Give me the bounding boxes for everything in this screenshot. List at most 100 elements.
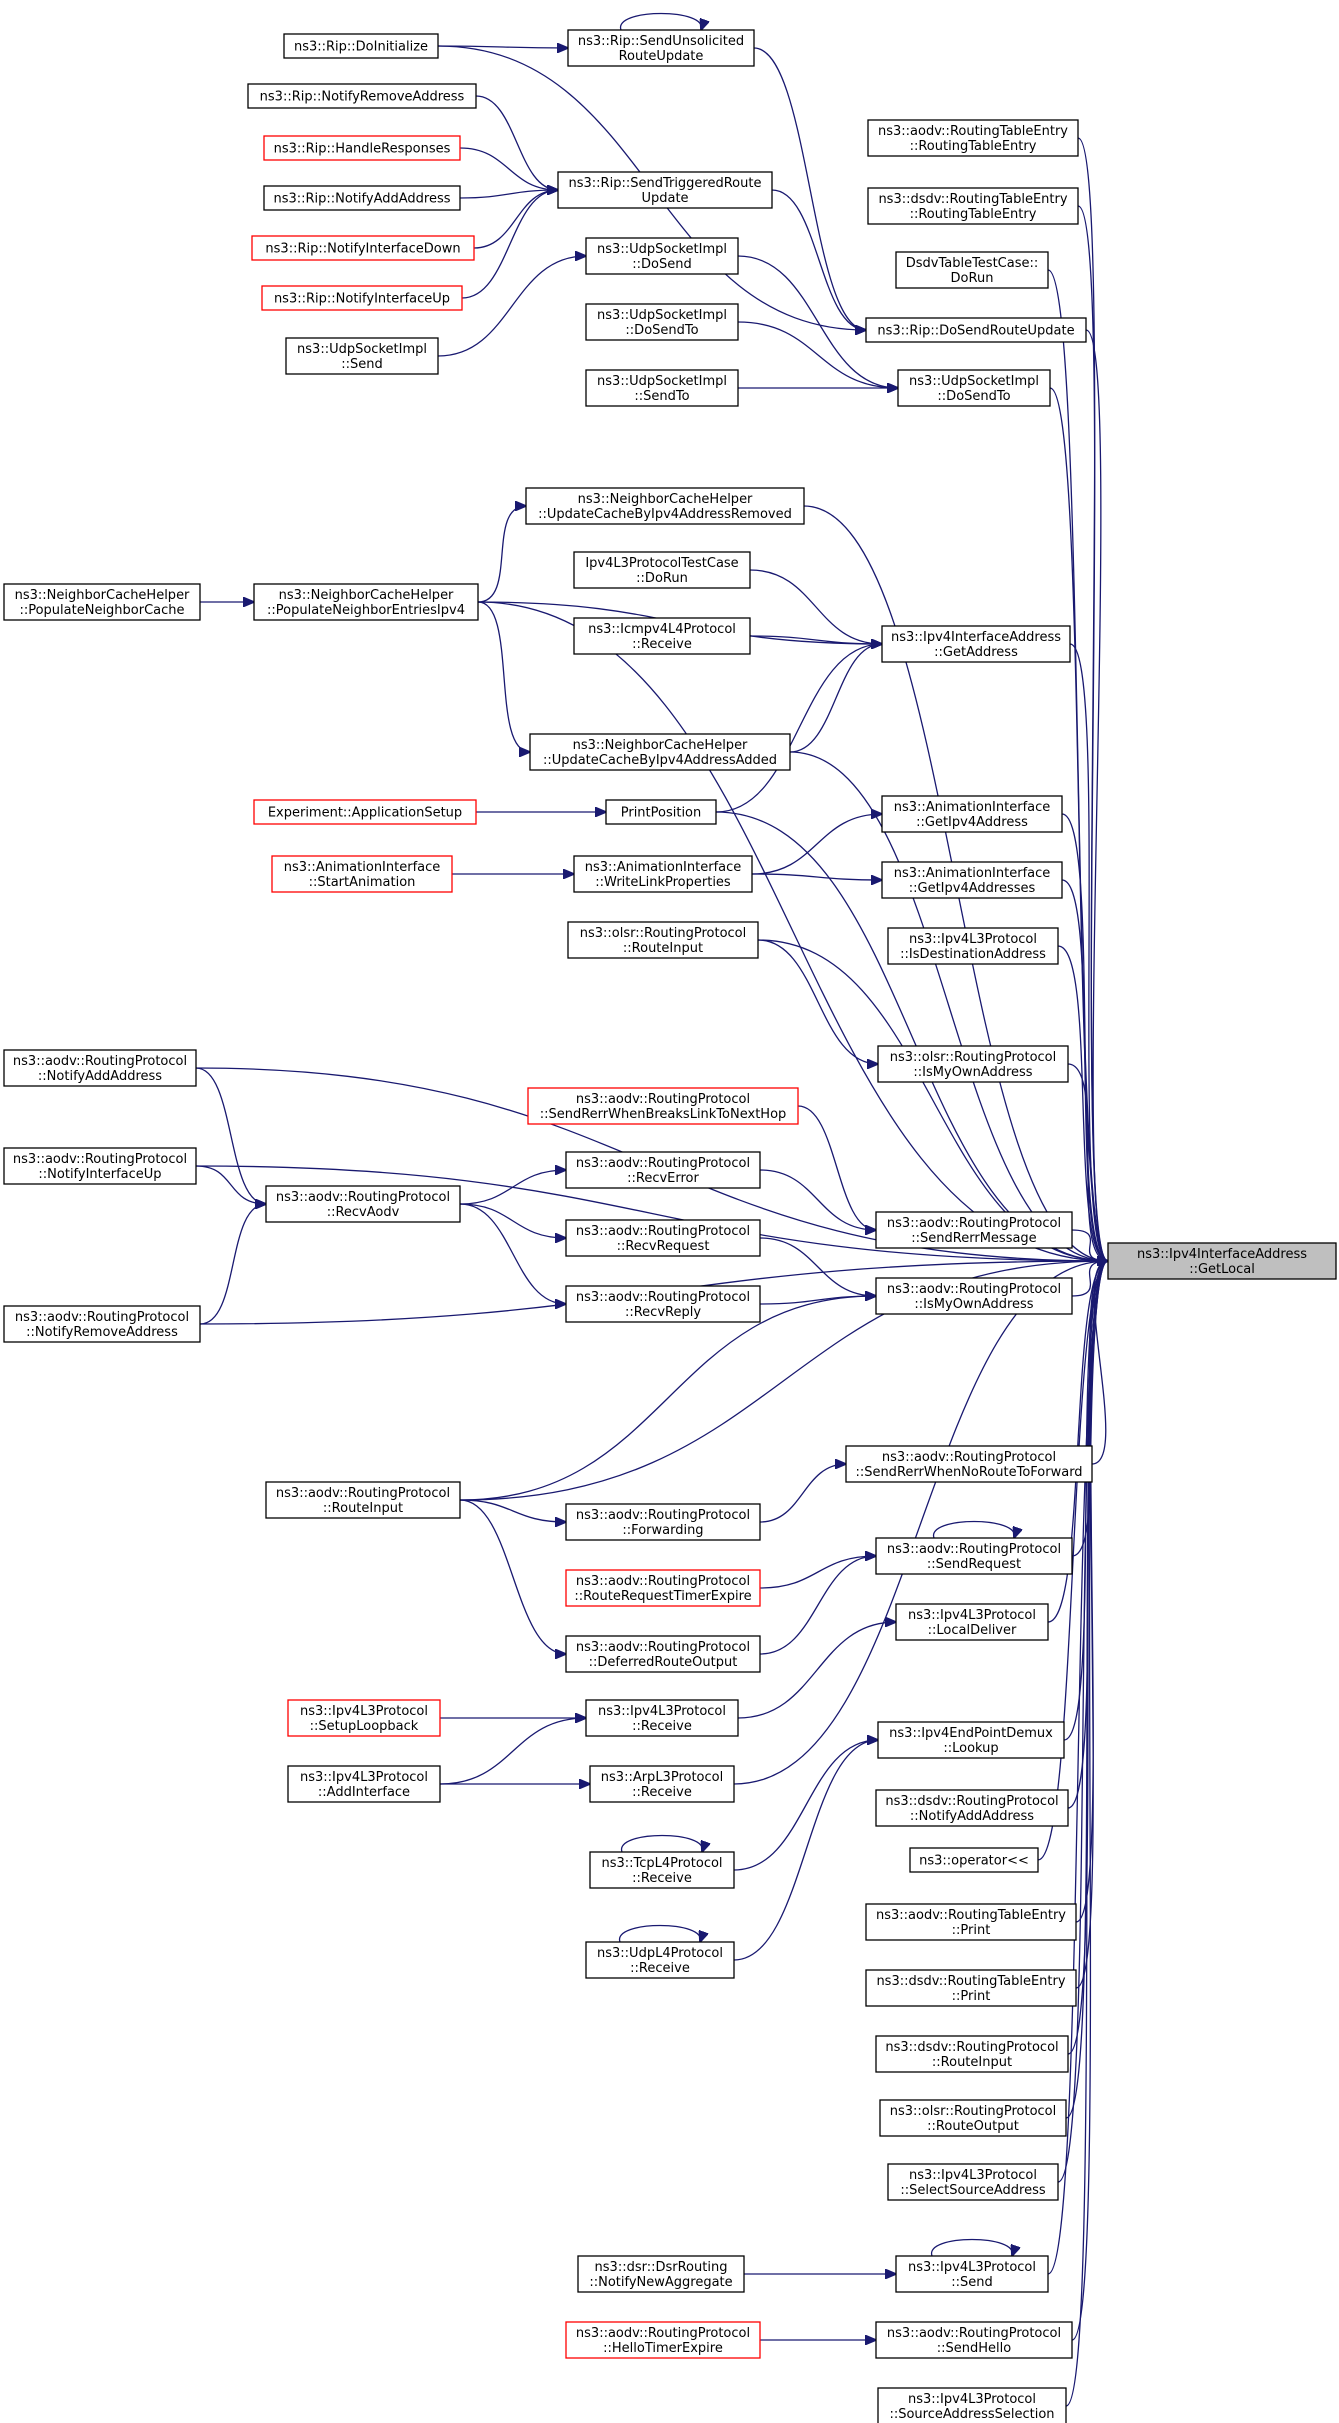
function-node[interactable]: ns3::Rip::NotifyAddAddress: [263, 185, 461, 211]
function-node[interactable]: ns3::aodv::RoutingProtocol::DeferredRout…: [565, 1635, 761, 1673]
target-function-node[interactable]: ns3::Ipv4InterfaceAddress::GetLocal: [1107, 1242, 1337, 1280]
function-node[interactable]: ns3::UdpSocketImpl::DoSendTo: [897, 369, 1051, 407]
function-node[interactable]: ns3::aodv::RoutingProtocol::RecvAodv: [265, 1185, 461, 1223]
function-node[interactable]: ns3::aodv::RoutingProtocol::RouteRequest…: [565, 1569, 761, 1607]
function-node[interactable]: ns3::aodv::RoutingProtocol::Forwarding: [565, 1503, 761, 1541]
function-node[interactable]: ns3::dsdv::RoutingProtocol::NotifyAddAdd…: [875, 1789, 1069, 1827]
call-edge: [749, 635, 882, 644]
function-node[interactable]: ns3::aodv::RoutingProtocol::RouteInput: [265, 1481, 461, 1519]
function-node[interactable]: Ipv4L3ProtocolTestCase::DoRun: [573, 551, 751, 589]
function-node[interactable]: ns3::Icmpv4L4Protocol::Receive: [573, 617, 751, 655]
function-node[interactable]: ns3::olsr::RoutingProtocol::RouteInput: [567, 921, 759, 959]
function-node[interactable]: ns3::aodv::RoutingProtocol::NotifyRemove…: [3, 1305, 201, 1343]
function-node[interactable]: ns3::UdpL4Protocol::Receive: [585, 1941, 735, 1979]
node-label-line: ns3::aodv::RoutingTableEntry: [876, 1908, 1066, 1923]
node-box: [845, 1445, 1093, 1483]
function-node[interactable]: DsdvTableTestCase::DoRun: [895, 251, 1049, 289]
function-node[interactable]: ns3::UdpSocketImpl::SendTo: [585, 369, 739, 407]
node-label-line: PrintPosition: [621, 806, 702, 821]
node-label-line: ::Receive: [632, 1871, 692, 1886]
call-edge: [751, 873, 882, 880]
function-node[interactable]: ns3::aodv::RoutingProtocol::IsMyOwnAddre…: [875, 1277, 1073, 1315]
node-box: [271, 855, 453, 893]
function-node[interactable]: ns3::Rip::NotifyInterfaceDown: [251, 235, 475, 261]
function-node[interactable]: ns3::NeighborCacheHelper::UpdateCacheByI…: [525, 487, 805, 525]
node-box: [247, 83, 477, 109]
function-node[interactable]: ns3::TcpL4Protocol::Receive: [589, 1851, 735, 1889]
function-node[interactable]: ns3::UdpSocketImpl::Send: [285, 337, 439, 375]
node-box: [263, 135, 461, 161]
function-node[interactable]: PrintPosition: [605, 799, 717, 825]
function-node[interactable]: ns3::olsr::RoutingProtocol::RouteOutput: [879, 2099, 1067, 2137]
node-box: [573, 617, 751, 655]
node-label-line: ::SendRerrWhenBreaksLinkToNextHop: [540, 1107, 787, 1122]
call-edge: [1047, 1261, 1108, 2275]
function-node[interactable]: ns3::operator<<: [909, 1847, 1039, 1873]
node-label-line: ::SendRequest: [927, 1557, 1021, 1572]
function-node[interactable]: ns3::Ipv4L3Protocol::LocalDeliver: [895, 1603, 1049, 1641]
function-node[interactable]: ns3::AnimationInterface::GetIpv4Addresse…: [881, 861, 1063, 899]
function-node[interactable]: ns3::aodv::RoutingProtocol::NotifyAddAdd…: [3, 1049, 197, 1087]
function-node[interactable]: ns3::dsdv::RoutingTableEntry::RoutingTab…: [867, 187, 1079, 225]
function-node[interactable]: ns3::AnimationInterface::StartAnimation: [271, 855, 453, 893]
function-node[interactable]: ns3::Rip::NotifyRemoveAddress: [247, 83, 477, 109]
node-label-line: ns3::aodv::RoutingProtocol: [576, 1640, 750, 1655]
node-label-line: ::DoRun: [636, 571, 688, 586]
function-node[interactable]: ns3::Ipv4L3Protocol::SelectSourceAddress: [887, 2163, 1059, 2201]
call-edge: [459, 1499, 566, 1522]
function-node[interactable]: ns3::aodv::RoutingProtocol::SendRerrMess…: [875, 1211, 1073, 1249]
function-node[interactable]: ns3::dsr::DsrRouting::NotifyNewAggregate: [577, 2255, 745, 2293]
function-node[interactable]: ns3::Ipv4L3Protocol::AddInterface: [287, 1765, 441, 1803]
function-node[interactable]: ns3::NeighborCacheHelper::UpdateCacheByI…: [529, 733, 791, 771]
function-node[interactable]: ns3::Ipv4InterfaceAddress::GetAddress: [881, 625, 1071, 663]
function-node[interactable]: ns3::aodv::RoutingProtocol::SendRerrWhen…: [845, 1445, 1093, 1483]
node-box: [877, 1045, 1069, 1083]
node-label-line: ::NotifyNewAggregate: [589, 2275, 732, 2290]
node-label-line: ::NotifyRemoveAddress: [26, 1325, 178, 1340]
function-node[interactable]: Experiment::ApplicationSetup: [253, 799, 477, 825]
function-node[interactable]: ns3::aodv::RoutingProtocol::HelloTimerEx…: [565, 2321, 761, 2359]
function-node[interactable]: ns3::Rip::DoInitialize: [283, 33, 439, 59]
node-label-line: ::IsMyOwnAddress: [913, 1065, 1032, 1080]
function-node[interactable]: ns3::aodv::RoutingProtocol::RecvReply: [565, 1285, 761, 1323]
function-node[interactable]: ns3::NeighborCacheHelper::PopulateNeighb…: [3, 583, 201, 621]
function-node[interactable]: ns3::aodv::RoutingProtocol::RecvRequest: [565, 1219, 761, 1257]
function-node[interactable]: ns3::dsdv::RoutingTableEntry::Print: [865, 1969, 1077, 2007]
node-label-line: ns3::aodv::RoutingProtocol: [276, 1486, 450, 1501]
function-node[interactable]: ns3::Ipv4L3Protocol::IsDestinationAddres…: [887, 927, 1059, 965]
node-box: [261, 285, 463, 311]
function-node[interactable]: ns3::aodv::RoutingTableEntry::Print: [865, 1903, 1077, 1941]
function-node[interactable]: ns3::aodv::RoutingProtocol::SendRerrWhen…: [527, 1087, 799, 1125]
function-node[interactable]: ns3::UdpSocketImpl::DoSend: [585, 237, 739, 275]
function-node[interactable]: ns3::AnimationInterface::GetIpv4Address: [881, 795, 1063, 833]
function-node[interactable]: ns3::Rip::NotifyInterfaceUp: [261, 285, 463, 311]
node-label-line: ns3::AnimationInterface: [585, 860, 742, 875]
function-node[interactable]: ns3::olsr::RoutingProtocol::IsMyOwnAddre…: [877, 1045, 1069, 1083]
node-label-line: ns3::aodv::RoutingProtocol: [576, 1290, 750, 1305]
function-node[interactable]: ns3::aodv::RoutingProtocol::RecvError: [565, 1151, 761, 1189]
function-node[interactable]: ns3::Ipv4L3Protocol::Send: [895, 2255, 1049, 2293]
function-node[interactable]: ns3::Rip::DoSendRouteUpdate: [865, 317, 1087, 343]
function-node[interactable]: ns3::Rip::HandleResponses: [263, 135, 461, 161]
function-node[interactable]: ns3::aodv::RoutingProtocol::NotifyInterf…: [3, 1147, 197, 1185]
function-node[interactable]: ns3::aodv::RoutingProtocol::SendRequest: [875, 1537, 1073, 1575]
node-box: [525, 487, 805, 525]
function-node[interactable]: ns3::Ipv4L3Protocol::SourceAddressSelect…: [877, 2387, 1067, 2423]
node-label-line: RouteUpdate: [619, 49, 704, 64]
node-layer: ns3::Ipv4InterfaceAddress::GetLocalns3::…: [3, 29, 1337, 2423]
function-node[interactable]: ns3::aodv::RoutingProtocol::SendHello: [875, 2321, 1073, 2359]
node-box: [865, 1969, 1077, 2007]
function-node[interactable]: ns3::Ipv4EndPointDemux::Lookup: [877, 1721, 1065, 1759]
function-node[interactable]: ns3::Ipv4L3Protocol::Receive: [585, 1699, 739, 1737]
function-node[interactable]: ns3::NeighborCacheHelper::PopulateNeighb…: [253, 583, 479, 621]
function-node[interactable]: ns3::dsdv::RoutingProtocol::RouteInput: [875, 2035, 1069, 2073]
function-node[interactable]: ns3::aodv::RoutingTableEntry::RoutingTab…: [867, 119, 1079, 157]
function-node[interactable]: ns3::AnimationInterface::WriteLinkProper…: [573, 855, 753, 893]
function-node[interactable]: ns3::ArpL3Protocol::Receive: [589, 1765, 735, 1803]
node-label-line: ::UpdateCacheByIpv4AddressRemoved: [538, 507, 792, 522]
node-box: [895, 251, 1049, 289]
function-node[interactable]: ns3::UdpSocketImpl::DoSendTo: [585, 303, 739, 341]
function-node[interactable]: ns3::Ipv4L3Protocol::SetupLoopback: [287, 1699, 441, 1737]
